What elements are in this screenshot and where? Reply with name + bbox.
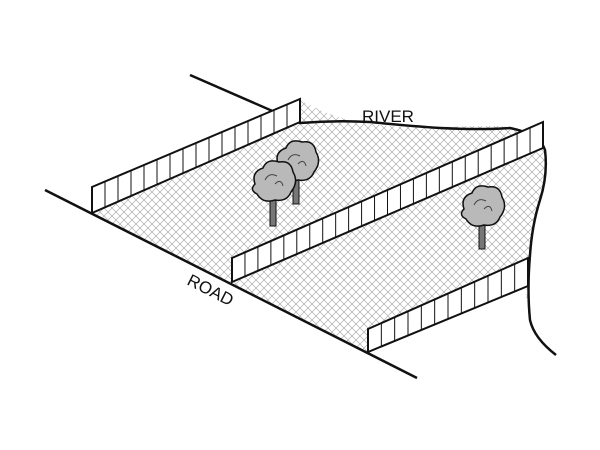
river-bank: [189, 73, 557, 356]
fence-middle: [231, 120, 544, 284]
tree-icon: [251, 160, 297, 227]
fence-right: [367, 256, 529, 354]
road-edge: [44, 188, 418, 380]
tree-icon: [460, 185, 506, 250]
fence-left: [91, 97, 301, 215]
river-label: RIVER: [362, 107, 414, 126]
